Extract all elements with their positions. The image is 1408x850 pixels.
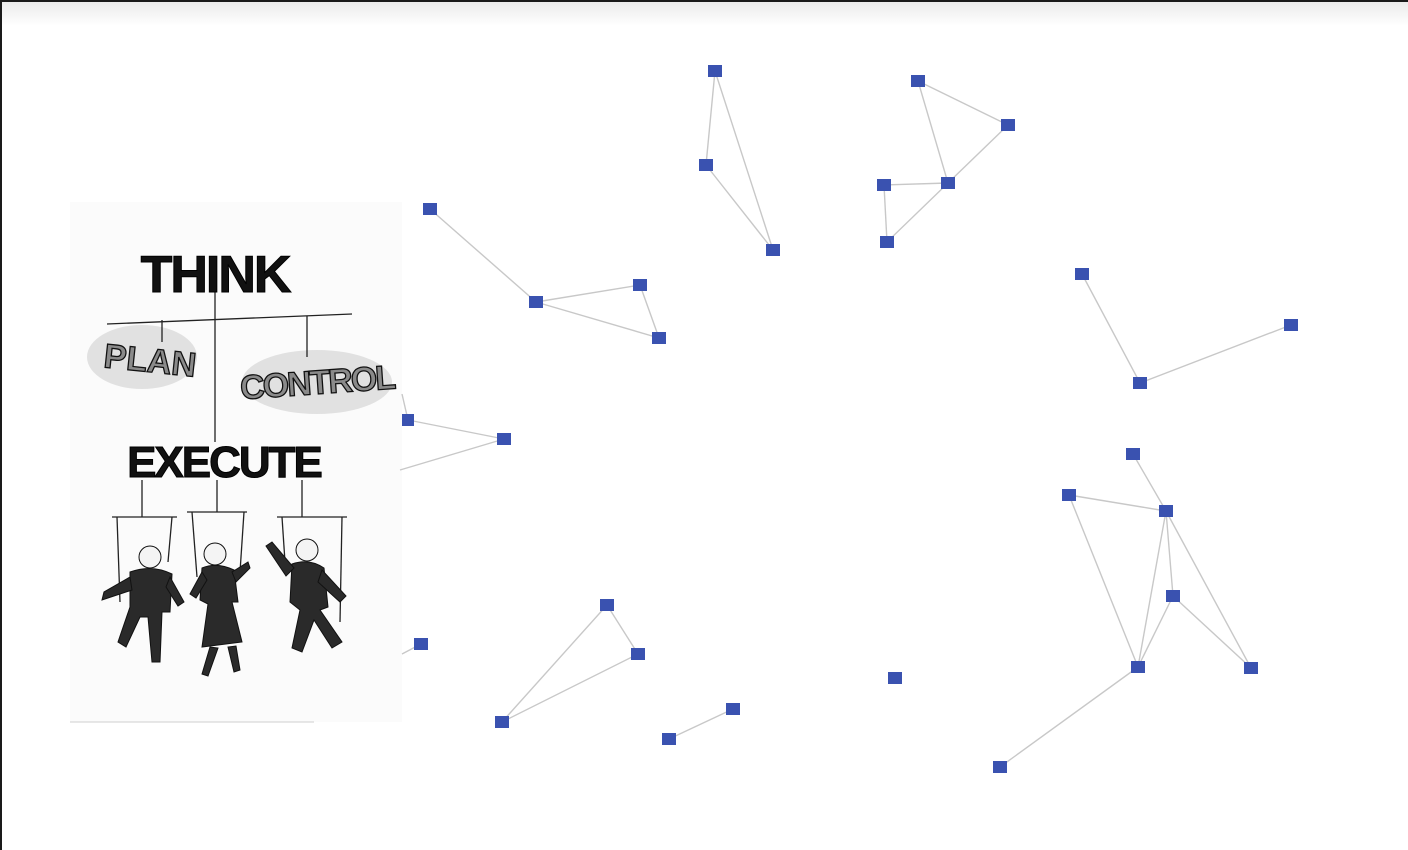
edge <box>1068 494 1139 668</box>
edge <box>883 184 888 243</box>
edge <box>705 70 716 166</box>
graph-node[interactable] <box>633 279 647 291</box>
edge <box>1081 273 1141 384</box>
puppet-right <box>265 538 347 653</box>
edge <box>668 708 734 740</box>
graph-node[interactable] <box>414 638 428 650</box>
graph-node[interactable] <box>497 433 511 445</box>
graph-node[interactable] <box>766 244 780 256</box>
execute-word: EXECUTE <box>127 438 321 487</box>
graph-node[interactable] <box>699 159 713 171</box>
edge <box>501 604 608 723</box>
graph-node[interactable] <box>1126 448 1140 460</box>
edge <box>1165 510 1252 669</box>
edge <box>1139 324 1292 384</box>
graph-node[interactable] <box>1284 319 1298 331</box>
graph-node[interactable] <box>877 179 891 191</box>
control-smudge <box>242 350 392 414</box>
think-plan-control-execute-illustration: THINK PLAN CONTROL EXECUTE <box>70 202 402 723</box>
graph-node[interactable] <box>726 703 740 715</box>
graph-node[interactable] <box>1166 590 1180 602</box>
graph-node[interactable] <box>888 672 902 684</box>
edge <box>407 419 505 440</box>
graph-node[interactable] <box>1131 661 1145 673</box>
edge <box>917 80 1009 126</box>
edge <box>947 124 1009 184</box>
graph-node[interactable] <box>880 236 894 248</box>
graph-node[interactable] <box>652 332 666 344</box>
graph-node[interactable] <box>708 65 722 77</box>
edge <box>1137 595 1174 668</box>
graph-node[interactable] <box>529 296 543 308</box>
graph-node[interactable] <box>911 75 925 87</box>
edge <box>1172 595 1252 669</box>
graph-node[interactable] <box>600 599 614 611</box>
edge <box>1068 494 1167 512</box>
edge <box>399 438 505 471</box>
edge <box>429 208 537 303</box>
graph-node[interactable] <box>1159 505 1173 517</box>
edge <box>535 301 660 339</box>
graph-node[interactable] <box>402 414 414 426</box>
edge <box>705 164 774 251</box>
graph-node[interactable] <box>423 203 437 215</box>
edge <box>1137 510 1167 668</box>
edge <box>917 80 949 184</box>
graph-node[interactable] <box>993 761 1007 773</box>
puppet-figures <box>101 538 347 677</box>
graph-node[interactable] <box>1001 119 1015 131</box>
graph-node[interactable] <box>1133 377 1147 389</box>
graph-node[interactable] <box>1244 662 1258 674</box>
edge <box>999 666 1139 768</box>
edge <box>714 70 774 251</box>
graph-node[interactable] <box>662 733 676 745</box>
edge <box>639 284 660 339</box>
edge <box>606 604 639 655</box>
graph-edges <box>399 70 1292 768</box>
graph-node[interactable] <box>1062 489 1076 501</box>
puppet-middle <box>189 542 251 677</box>
edge <box>501 653 639 723</box>
edge <box>886 182 949 243</box>
edge <box>535 284 641 303</box>
puppet-left <box>101 545 185 663</box>
marionette-strings <box>106 292 353 623</box>
graph-nodes <box>402 65 1298 773</box>
think-word: THINK <box>141 246 292 304</box>
graph-node[interactable] <box>1075 268 1089 280</box>
graph-node[interactable] <box>495 716 509 728</box>
edge <box>1132 453 1167 512</box>
graph-node[interactable] <box>631 648 645 660</box>
plan-smudge <box>87 325 197 389</box>
edge <box>883 182 949 186</box>
graph-node[interactable] <box>941 177 955 189</box>
edge <box>1165 510 1174 597</box>
